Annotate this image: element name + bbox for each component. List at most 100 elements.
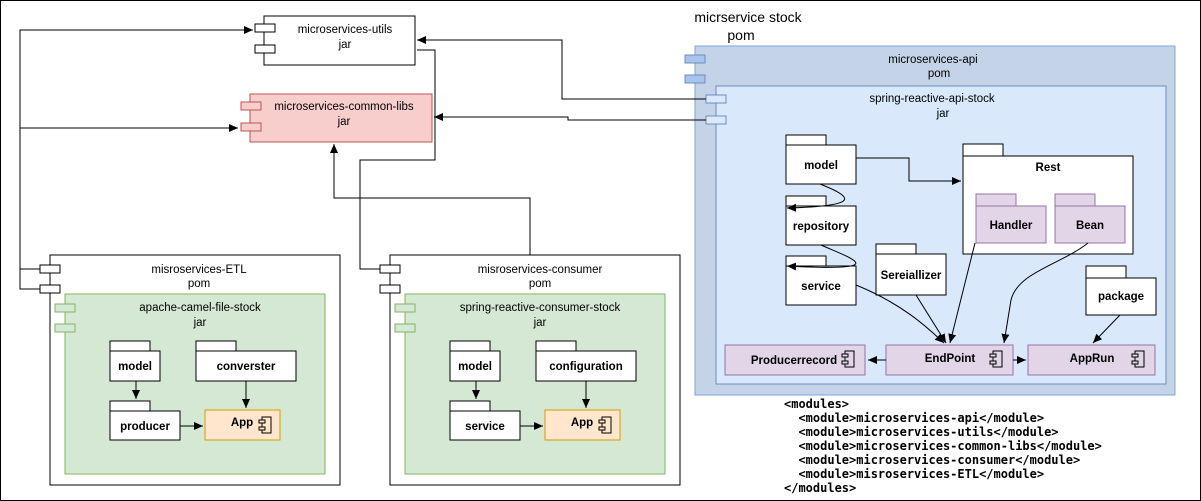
consumer-service-package[interactable]: service <box>449 400 521 441</box>
api-stock-type: jar <box>936 108 950 120</box>
component-port-icon <box>240 101 262 111</box>
edge-repository-service <box>786 244 857 271</box>
etl-model-label: model <box>118 361 152 373</box>
component-port-icon <box>684 54 706 64</box>
stock-type: pom <box>727 27 754 43</box>
modules-xml-line: <modules> <box>784 397 849 411</box>
component-icon <box>258 416 272 434</box>
etl-type: pom <box>188 278 210 290</box>
modules-xml-line: <module>microservices-utils</module> <box>784 425 1059 439</box>
common-libs-type: jar <box>337 116 351 128</box>
etl-camel-name: apache-camel-file-stock <box>139 302 261 314</box>
edge-model-rest <box>856 157 961 185</box>
component-port-icon <box>705 94 727 104</box>
api-repository-label: repository <box>793 221 850 233</box>
consumer-type: pom <box>529 278 551 290</box>
utils-name: microservices-utils <box>298 24 393 36</box>
consumer-stock-name: spring-reactive-consumer-stock <box>460 302 621 314</box>
edge-consumer-common-libs <box>330 144 531 255</box>
etl-producer-label: producer <box>120 421 170 433</box>
etl-converter-package[interactable]: converster <box>195 340 297 382</box>
edge-api-utils <box>417 36 706 100</box>
consumer-model-label: model <box>458 361 492 373</box>
api-bean-label: Bean <box>1076 220 1104 232</box>
component-icon <box>598 416 612 434</box>
api-handler-package[interactable]: Handler <box>975 193 1047 244</box>
modules-xml-line: <module>misroservices-ETL</module> <box>784 467 1044 481</box>
api-producerrecord-component[interactable]: Producerrecord <box>724 344 866 376</box>
api-service-package[interactable]: service <box>785 255 857 306</box>
api-serializer-label: Sereiallizer <box>881 270 942 282</box>
modules-xml-line: <module>microservices-common-libs</modul… <box>784 439 1102 453</box>
api-stock-name: spring-reactive-api-stock <box>869 93 995 105</box>
consumer-name: misroservices-consumer <box>478 264 603 276</box>
etl-model-package[interactable]: model <box>109 340 161 382</box>
edge-handler-endpoint <box>948 242 976 344</box>
stock-title: micrservice stock <box>694 9 802 25</box>
modules-xml-block: <modules> <module>microservices-api</mod… <box>784 397 1102 495</box>
api-handler-label: Handler <box>990 220 1033 232</box>
api-package-label: package <box>1098 291 1144 303</box>
component-port-icon <box>379 264 401 274</box>
consumer-stock-type: jar <box>533 317 547 329</box>
component-port-icon <box>379 284 401 294</box>
consumer-stock-component[interactable]: spring-reactive-consumer-stock jar <box>394 293 666 475</box>
consumer-model-package[interactable]: model <box>449 340 501 382</box>
component-port-icon <box>39 264 61 274</box>
utils-component[interactable]: microservices-utils jar <box>254 15 416 66</box>
api-apprun-component[interactable]: AppRun <box>1027 344 1156 376</box>
api-serializer-package[interactable]: Sereiallizer <box>875 243 947 296</box>
etl-app-component[interactable]: App <box>204 409 281 441</box>
component-port-icon <box>394 323 416 333</box>
component-icon <box>841 350 855 368</box>
etl-camel-component[interactable]: apache-camel-file-stock jar <box>54 293 326 475</box>
component-port-icon <box>705 115 727 125</box>
api-service-label: service <box>801 281 841 293</box>
component-port-icon <box>684 74 706 84</box>
component-port-icon <box>240 122 262 132</box>
api-type: pom <box>928 68 950 80</box>
consumer-service-label: service <box>465 421 505 433</box>
api-name: microservices-api <box>888 54 977 66</box>
api-model-label: model <box>804 160 838 172</box>
etl-camel-type: jar <box>193 317 207 329</box>
utils-type: jar <box>338 39 352 51</box>
component-port-icon <box>39 284 61 294</box>
edge-consumer-utils <box>359 49 436 270</box>
api-bean-package[interactable]: Bean <box>1054 193 1126 244</box>
component-port-icon <box>254 44 276 54</box>
api-endpoint-component[interactable]: EndPoint <box>885 344 1014 376</box>
component-port-icon <box>54 303 76 313</box>
common-libs-name: microservices-common-libs <box>274 101 414 113</box>
etl-name: misroservices-ETL <box>151 264 247 276</box>
api-repository-package[interactable]: repository <box>785 195 857 246</box>
common-libs-component[interactable]: microservices-common-libs jar <box>240 93 433 143</box>
etl-app-label: App <box>231 417 253 429</box>
edge-bean-endpoint <box>1001 242 1089 344</box>
etl-producer-package[interactable]: producer <box>109 400 181 441</box>
modules-xml-line: <module>microservices-consumer</module> <box>784 453 1080 467</box>
consumer-app-component[interactable]: App <box>544 409 621 441</box>
component-icon <box>1131 350 1145 368</box>
component-port-icon <box>394 303 416 313</box>
component-port-icon <box>254 23 276 33</box>
consumer-app-label: App <box>571 417 593 429</box>
api-endpoint-label: EndPoint <box>925 353 976 365</box>
edge-api-common-libs <box>434 113 706 121</box>
component-port-icon <box>54 323 76 333</box>
modules-xml-line: <module>microservices-api</module> <box>784 411 1044 425</box>
api-package-package[interactable]: package <box>1085 265 1157 316</box>
modules-xml-line: </modules> <box>784 481 856 495</box>
component-icon <box>989 350 1003 368</box>
connectors <box>19 26 1121 430</box>
api-apprun-label: AppRun <box>1070 353 1115 365</box>
consumer-configuration-label: configuration <box>549 361 622 373</box>
etl-converter-label: converster <box>217 361 276 373</box>
api-rest-label: Rest <box>1036 162 1061 174</box>
edge-model-repository <box>786 183 845 212</box>
edge-etl-utils <box>19 26 253 290</box>
api-producerrecord-label: Producerrecord <box>751 355 837 367</box>
edge-package-apprun <box>1092 314 1121 344</box>
edge-serializer-endpoint <box>915 294 947 344</box>
